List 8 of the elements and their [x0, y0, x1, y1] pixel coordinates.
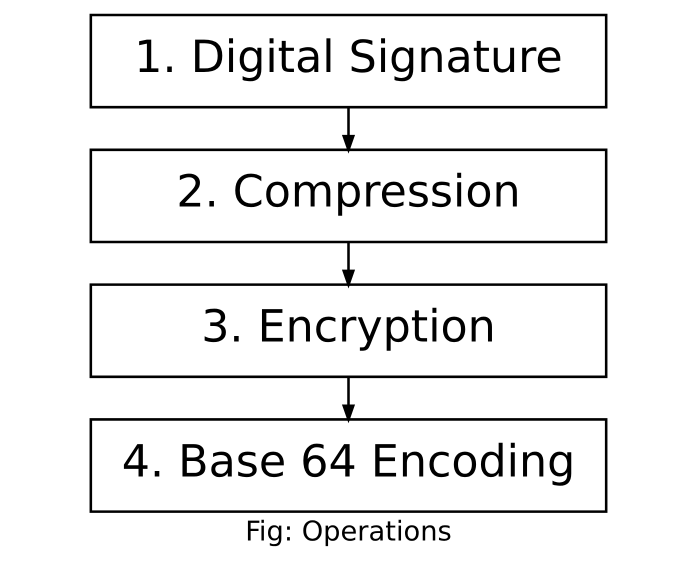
node-box: 2. Compression	[90, 148, 608, 244]
arrow	[342, 107, 356, 154]
node-box: 4. Base 64 Encoding	[90, 418, 608, 513]
arrow	[342, 376, 356, 424]
node-box: 1. Digital Signature	[90, 14, 608, 108]
node-box: 3. Encryption	[90, 283, 608, 378]
caption: Fig: Operations	[245, 516, 452, 548]
arrow	[342, 242, 356, 288]
